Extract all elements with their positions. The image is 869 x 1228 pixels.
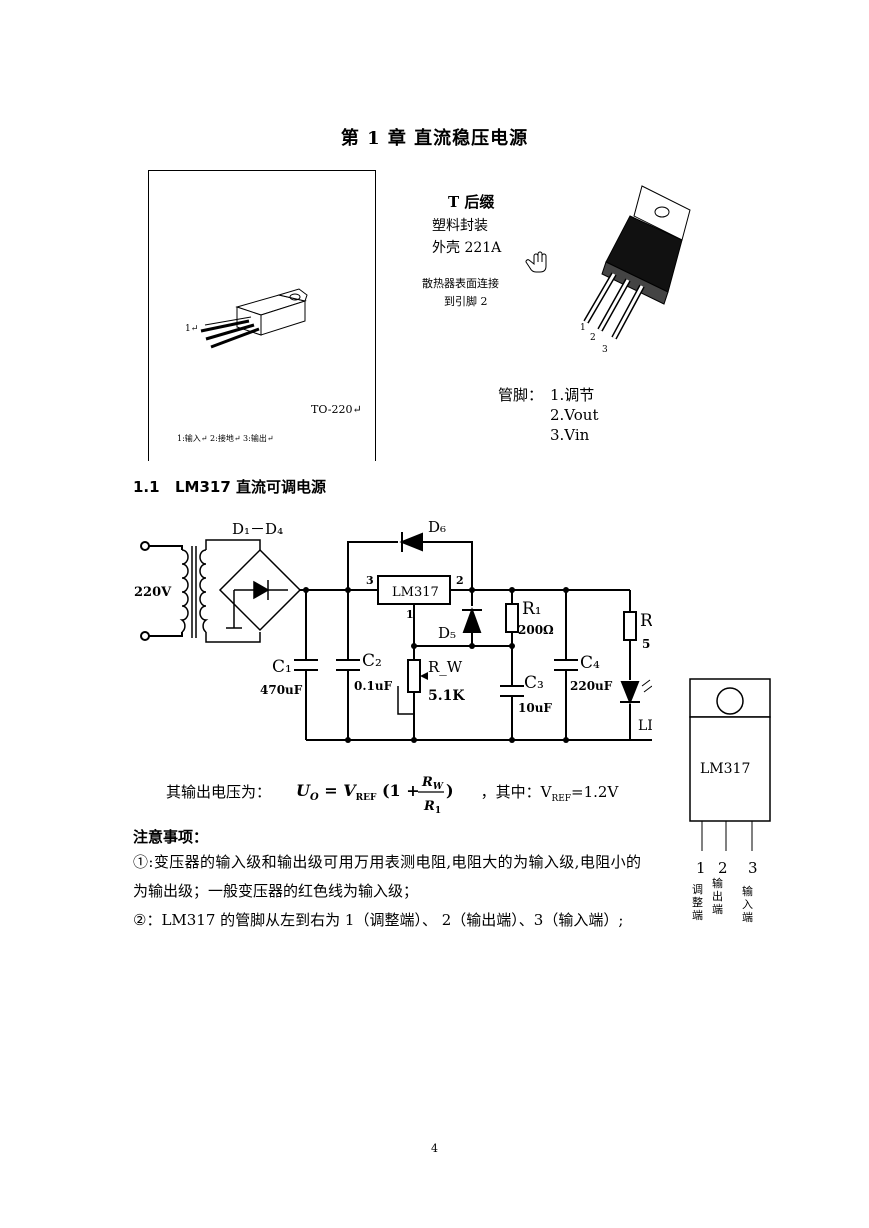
- bridge-rectifier-icon: [218, 548, 302, 632]
- note-item-2: ②：LM317 的管脚从左到右为 1（调整端）、 2（输出端）、3（输入端）;: [133, 911, 624, 929]
- label-d6: D₆: [428, 518, 446, 536]
- input-terminal-top: [140, 541, 150, 551]
- package-suffix: T 后缀: [448, 193, 495, 211]
- formula-prefix: 其输出电压为：: [166, 783, 272, 801]
- pin-label-1: 1: [580, 323, 586, 333]
- transistor-package-icon: [583, 185, 691, 340]
- pin-desc-1: 1.调节: [550, 386, 594, 404]
- pin-label-2: 2: [590, 333, 596, 343]
- junction-dots: [303, 587, 569, 743]
- formula-math: UO = VREF (1 + RW R1 ): [296, 775, 454, 816]
- lm317-regulator: [377, 575, 451, 605]
- pin-desc-2: 2.Vout: [550, 406, 599, 424]
- label-c1-value: 470uF: [260, 683, 303, 697]
- label-rw-value: 5.1K: [428, 688, 465, 704]
- to220-package-icon: [200, 288, 308, 349]
- input-terminal-bottom: [140, 631, 150, 641]
- lm317-pinout: LM317 1 2 3 调整端 输出端 输入端: [686, 675, 786, 935]
- hand-cursor-icon: [525, 251, 547, 273]
- note-item-1: ①:变压器的输入级和输出级可用万用表测电阻,电阻大的为输入级,电阻小的为输出级；…: [133, 853, 641, 900]
- label-pin2: 2: [456, 574, 464, 587]
- package-type: 塑料封装: [432, 218, 488, 234]
- pinout-name-3: 输入端: [742, 885, 753, 924]
- formula-suffix: ，其中：: [480, 783, 541, 801]
- t-suffix-drawing: T 后缀 塑料封装 外壳 221A 散热器表面连接 到引脚 2 1 2 3 管脚…: [422, 185, 691, 444]
- label-led-cut: LI: [638, 718, 652, 734]
- resistor-rw: [407, 659, 421, 693]
- resistor-led: [623, 611, 637, 641]
- to220-drawing: 1↵ TO-220↵ 1:输入↵ 2:接地↵ 3:输出↵: [177, 288, 362, 443]
- package-name: TO-220↵: [311, 403, 362, 416]
- notes-title: 注意事项：: [133, 828, 209, 846]
- pinout-name-1: 调整端: [692, 883, 703, 922]
- page-number: 4: [431, 1142, 438, 1155]
- pinout-body: [689, 716, 771, 822]
- label-input-voltage: 220V: [134, 585, 172, 600]
- diode-d5-icon: [462, 607, 482, 633]
- pinout-number-3: 3: [748, 859, 758, 877]
- heatsink-note-1: 散热器表面连接: [422, 276, 499, 290]
- label-d5: D₅: [438, 624, 456, 642]
- label-c2: C₂: [362, 651, 382, 671]
- svg-text:UO = VREF (1 +: UO = VREF (1 +: [296, 781, 420, 803]
- label-bridge: D₁－D₄: [232, 520, 283, 538]
- resistor-r1: [505, 603, 519, 633]
- heatsink-note-2: 到引脚 2: [444, 294, 488, 308]
- mounting-hole-icon: [716, 687, 744, 715]
- label-c4-value: 220uF: [570, 679, 613, 693]
- pin-desc-3: 3.Vin: [550, 426, 590, 444]
- pins-caption: 1:输入↵ 2:接地↵ 3:输出↵: [177, 433, 274, 443]
- label-r1-value: 200Ω: [518, 623, 554, 637]
- pinout-number-2: 2: [718, 859, 728, 877]
- pin-mark: 1↵: [185, 324, 198, 334]
- formula-expression: UO = VREF (1 + RW R1 ): [276, 770, 476, 816]
- label-r-cut-value: 5: [642, 637, 650, 651]
- label-regulator: LM317: [392, 585, 439, 600]
- package-case: 外壳 221A: [432, 239, 502, 256]
- label-c3: C₃: [524, 673, 544, 693]
- label-r-cut: R: [640, 611, 652, 631]
- lm317-circuit: D₁－D₄ 220V D₆ D₅ LM317 3 2 1 C₁ 470uF C₂…: [130, 510, 652, 750]
- label-c1: C₁: [272, 657, 292, 677]
- circuit-schematic: D₁－D₄ 220V D₆ D₅ LM317 3 2 1 C₁ 470uF C₂…: [134, 518, 652, 743]
- diode-d6-icon: [399, 532, 423, 552]
- label-pin3: 3: [366, 574, 374, 587]
- transformer-icon: [179, 546, 209, 638]
- pin-label-3: 3: [602, 345, 608, 355]
- label-c4: C₄: [580, 653, 600, 673]
- pinout-number-1: 1: [696, 859, 706, 877]
- label-rw: R_W: [428, 658, 463, 676]
- svg-text:RW: RW: [421, 775, 444, 792]
- section-title: LM317 直流可调电源: [175, 478, 327, 496]
- to220-figure: 1↵ TO-220↵ 1:输入↵ 2:接地↵ 3:输出↵: [148, 170, 376, 461]
- label-pin1: 1: [406, 608, 414, 621]
- t-suffix-figure: T 后缀 塑料封装 外壳 221A 散热器表面连接 到引脚 2 1 2 3 管脚…: [400, 180, 720, 480]
- pinout-chip-name: LM317: [700, 761, 750, 777]
- svg-text:): ): [446, 781, 454, 800]
- vref-symbol: V: [540, 783, 552, 801]
- vref-value: =1.2V: [571, 783, 619, 801]
- led-icon: [620, 679, 652, 705]
- chapter-title: 第 1 章 直流稳压电源: [340, 128, 529, 149]
- vref-subscript: REF: [551, 794, 572, 804]
- section-number: 1.1: [133, 478, 160, 496]
- pinout-name-2: 输出端: [712, 877, 723, 916]
- label-c2-value: 0.1uF: [354, 679, 393, 693]
- label-c3-value: 10uF: [518, 701, 552, 715]
- lm317-pinout-drawing: LM317 1 2 3: [689, 678, 771, 877]
- pins-heading: 管脚：: [498, 386, 543, 404]
- svg-text:R1: R1: [423, 799, 441, 816]
- output-voltage-formula: 其输出电压为： UO = VREF (1 + RW R1 ) ，其中：VREF=…: [166, 770, 618, 816]
- section-heading: 1.1 LM317 直流可调电源: [133, 476, 326, 497]
- label-r1: R₁: [522, 599, 542, 619]
